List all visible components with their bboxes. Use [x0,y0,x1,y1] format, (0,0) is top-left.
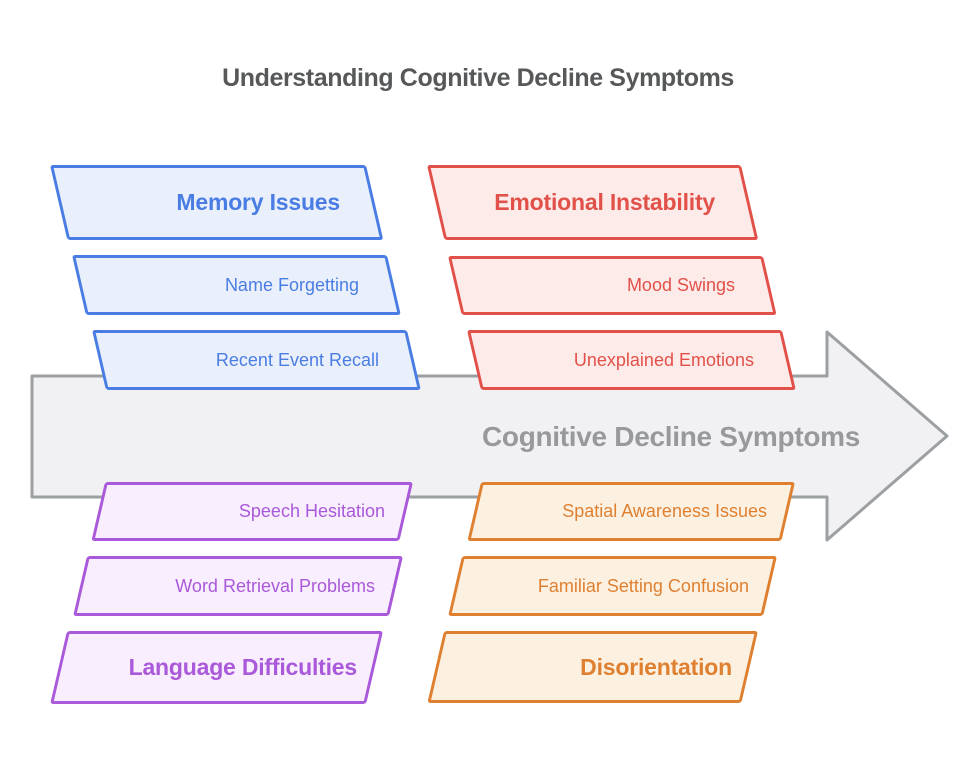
item-label: Name Forgetting [224,274,359,295]
emotional-instability-header-label: Emotional Instability [494,189,715,215]
memory-issues-header-label: Memory Issues [176,189,340,215]
item-label: Spatial Awareness Issues [562,501,767,521]
item-label: Word Retrieval Problems [175,575,375,596]
emotional-instability-item-mood-swings: Mood Swings [448,256,763,315]
disorientation-item-familiar-setting-confusion: Familiar Setting Confusion [462,556,777,616]
emotional-instability-header: Emotional Instability [427,165,741,240]
memory-issues-header: Memory Issues [50,165,366,240]
item-label: Recent Event Recall [215,349,379,370]
page-title: Understanding Cognitive Decline Symptoms [222,64,734,92]
language-difficulties-header-label: Language Difficulties [128,654,358,680]
emotional-instability-item-unexplained-emotions: Unexplained Emotions [467,330,782,390]
arrow-label: Cognitive Decline Symptoms [481,421,861,452]
language-difficulties-header: Language Difficulties [67,631,383,704]
disorientation-header-label: Disorientation [580,653,732,680]
item-label: Unexplained Emotions [573,349,754,370]
item-label: Speech Hesitation [238,501,385,521]
memory-issues-item-name-forgetting: Name Forgetting [72,255,387,315]
item-label: Familiar Setting Confusion [537,575,749,596]
disorientation-header: Disorientation [444,631,758,703]
language-difficulties-item-word-retrieval-problems: Word Retrieval Problems [87,556,403,616]
item-label: Mood Swings [626,275,735,295]
memory-issues-item-recent-event-recall: Recent Event Recall [92,330,407,390]
language-difficulties-item-speech-hesitation: Speech Hesitation [105,482,413,541]
disorientation-item-spatial-awareness-issues: Spatial Awareness Issues [481,482,795,541]
